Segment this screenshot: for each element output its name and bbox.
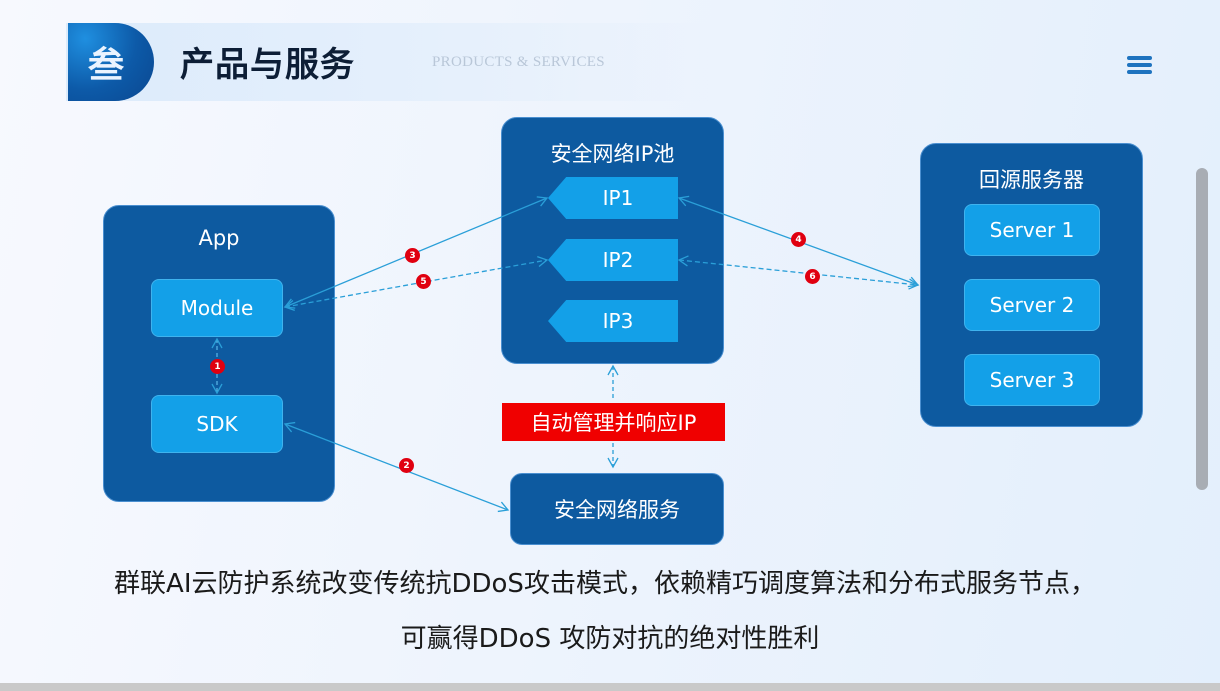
- ip-tag-2: IP2: [548, 239, 678, 281]
- vertical-scrollbar[interactable]: [1196, 168, 1208, 490]
- auto-manage-label: 自动管理并响应IP: [502, 403, 725, 441]
- caption-line-1: 群联AI云防护系统改变传统抗DDoS攻击模式，依赖精巧调度算法和分布式服务节点，: [114, 569, 1096, 599]
- step-badge-5: 5: [416, 274, 431, 289]
- arrow-step-5: [283, 256, 549, 311]
- server-box-3: Server 3: [964, 354, 1100, 406]
- security-service-panel: 安全网络服务: [510, 473, 724, 545]
- step-badge-2: 2: [399, 458, 414, 473]
- section-subtitle: PRODUCTS & SERVICES: [432, 54, 605, 70]
- origin-servers-panel-title: 回源服务器: [979, 168, 1084, 192]
- server-box-1: Server 1: [964, 204, 1100, 256]
- app-panel-title: App: [198, 226, 240, 250]
- header-band: [66, 23, 731, 101]
- bottom-bar: [0, 683, 1220, 691]
- caption-line-2: 可赢得DDoS 攻防对抗的绝对性胜利: [400, 624, 820, 654]
- step-badge-4: 4: [791, 232, 806, 247]
- step-badge-1: 1: [210, 359, 225, 374]
- module-box: Module: [151, 279, 283, 337]
- section-number-badge: 叁: [68, 23, 154, 101]
- ip-tag-3: IP3: [548, 300, 678, 342]
- section-number: 叁: [87, 44, 124, 86]
- security-service-label: 安全网络服务: [554, 498, 680, 522]
- hamburger-menu-icon[interactable]: [1124, 52, 1156, 78]
- arrow-step-6: [677, 255, 920, 290]
- ip-tag-1: IP1: [548, 177, 678, 219]
- step-badge-6: 6: [805, 269, 820, 284]
- arrow-step-2: [283, 421, 510, 513]
- section-title: 产品与服务: [180, 45, 355, 85]
- ip-pool-panel-title: 安全网络IP池: [550, 142, 675, 166]
- step-badge-3: 3: [405, 248, 420, 263]
- sdk-box: SDK: [151, 395, 283, 453]
- server-box-2: Server 2: [964, 279, 1100, 331]
